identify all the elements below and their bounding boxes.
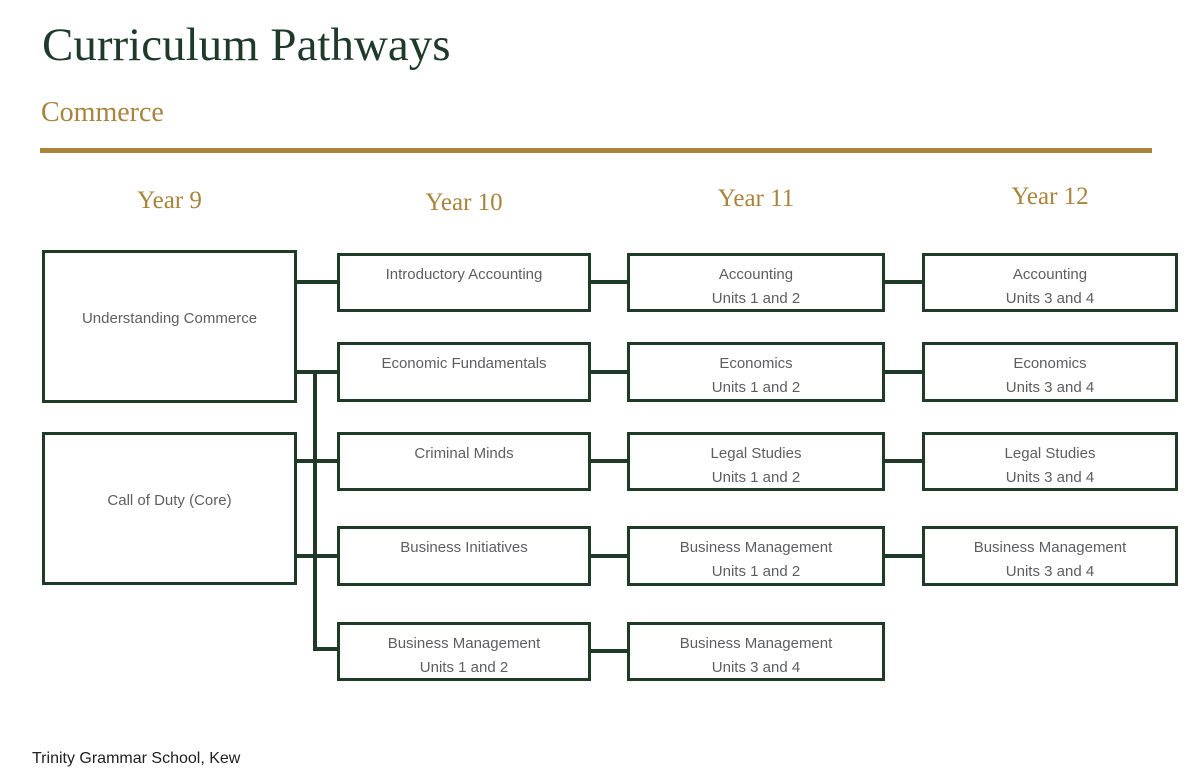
course-box-introductory-accounting: Introductory Accounting <box>337 253 591 312</box>
course-units: Units 1 and 2 <box>711 563 801 580</box>
page-subtitle: Commerce <box>41 97 164 128</box>
connector-cod-to-business-initiatives <box>297 554 340 558</box>
connector-row3-y11-y12 <box>882 459 925 463</box>
course-box-legal-studies-units-3-4: Legal Studies Units 3 and 4 <box>922 432 1178 491</box>
course-label: Economics <box>1013 355 1087 372</box>
course-box-business-management-units-1-2-year11: Business Management Units 1 and 2 <box>627 526 885 586</box>
course-label: Business Management <box>679 635 833 652</box>
course-label: Economic Fundamentals <box>381 355 547 372</box>
course-label: Understanding Commerce <box>81 309 258 327</box>
course-units: Units 1 and 2 <box>711 379 801 396</box>
course-box-business-initiatives: Business Initiatives <box>337 526 591 586</box>
course-label: Accounting <box>718 266 794 283</box>
connector-row2-y11-y12 <box>882 370 925 374</box>
connector-row2-y10-y11 <box>588 370 630 374</box>
course-units: Units 1 and 2 <box>711 469 801 486</box>
course-label: Criminal Minds <box>414 445 514 462</box>
course-units: Units 3 and 4 <box>1005 379 1095 396</box>
course-box-accounting-units-1-2: Accounting Units 1 and 2 <box>627 253 885 312</box>
course-units: Units 1 and 2 <box>711 290 801 307</box>
course-box-legal-studies-units-1-2: Legal Studies Units 1 and 2 <box>627 432 885 491</box>
connector-row3-y10-y11 <box>588 459 630 463</box>
course-box-call-of-duty-core: Call of Duty (Core) <box>42 432 297 585</box>
course-label: Legal Studies <box>710 445 802 462</box>
column-header-year-10: Year 10 <box>425 189 503 216</box>
page-title: Curriculum Pathways <box>42 19 451 71</box>
course-box-understanding-commerce: Understanding Commerce <box>42 250 297 403</box>
connector-cod-to-criminal-minds <box>297 459 340 463</box>
course-units: Units 3 and 4 <box>1005 563 1095 580</box>
connector-elbow-to-business-management-y10 <box>313 647 340 651</box>
course-box-criminal-minds: Criminal Minds <box>337 432 591 491</box>
course-label: Business Management <box>973 539 1127 556</box>
column-header-year-11: Year 11 <box>717 185 795 212</box>
course-box-economics-units-1-2: Economics Units 1 and 2 <box>627 342 885 402</box>
course-units: Units 3 and 4 <box>1005 290 1095 307</box>
course-box-economic-fundamentals: Economic Fundamentals <box>337 342 591 402</box>
connector-uc-to-introductory-accounting <box>297 280 340 284</box>
course-label: Business Initiatives <box>400 539 528 556</box>
course-label: Business Management <box>387 635 541 652</box>
connector-row4-y10-y11 <box>588 554 630 558</box>
course-units: Units 3 and 4 <box>1005 469 1095 486</box>
course-box-business-management-units-3-4-year11: Business Management Units 3 and 4 <box>627 622 885 681</box>
connector-uc-to-economic-fundamentals <box>297 370 340 374</box>
course-box-accounting-units-3-4: Accounting Units 3 and 4 <box>922 253 1178 312</box>
course-box-business-management-units-3-4-year12: Business Management Units 3 and 4 <box>922 526 1178 586</box>
connector-row1-y10-y11 <box>588 280 630 284</box>
course-box-business-management-units-1-2-year10: Business Management Units 1 and 2 <box>337 622 591 681</box>
connector-row1-y11-y12 <box>882 280 925 284</box>
gold-divider-line <box>40 148 1152 153</box>
course-label: Economics <box>719 355 793 372</box>
course-box-economics-units-3-4: Economics Units 3 and 4 <box>922 342 1178 402</box>
column-header-year-12: Year 12 <box>1011 183 1089 210</box>
course-units: Units 1 and 2 <box>419 659 509 676</box>
course-units: Units 3 and 4 <box>711 659 801 676</box>
course-label: Introductory Accounting <box>385 266 543 283</box>
school-name-footer: Trinity Grammar School, Kew <box>32 750 241 767</box>
connector-row5-y10-y11 <box>588 649 630 653</box>
connector-vertical-trunk <box>313 370 317 651</box>
column-header-year-9: Year 9 <box>137 187 202 214</box>
course-label: Legal Studies <box>1004 445 1096 462</box>
course-label: Business Management <box>679 539 833 556</box>
course-label: Accounting <box>1012 266 1088 283</box>
course-label: Call of Duty (Core) <box>107 491 232 509</box>
connector-row4-y11-y12 <box>882 554 925 558</box>
